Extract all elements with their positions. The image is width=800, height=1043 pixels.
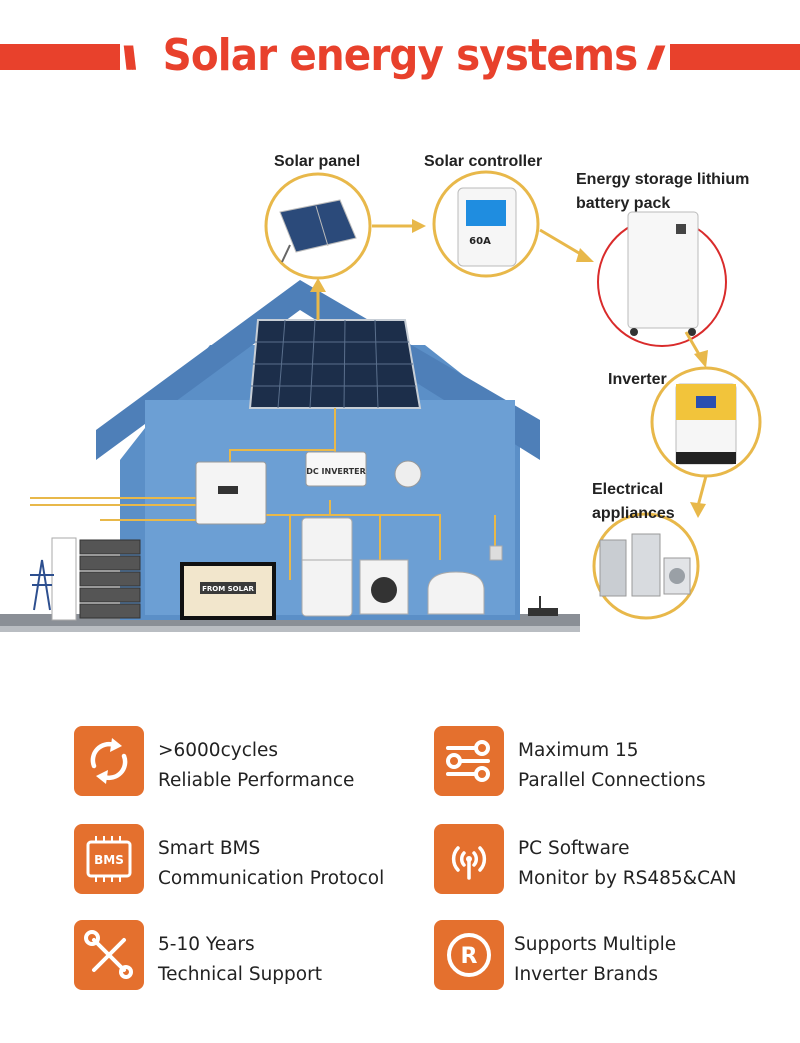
feature-bms-line1: Smart BMS: [158, 838, 261, 859]
feature-brands-line1: Supports Multiple: [514, 934, 677, 955]
feature-pc-software: PC Software Monitor by RS485&CAN: [434, 824, 774, 896]
solar-controller-image: 60A: [432, 170, 540, 278]
page-title: Solar energy systems: [162, 30, 639, 81]
banner-bar-right: [670, 44, 800, 70]
roof-solar-panel: [248, 319, 422, 409]
inverter-image: [650, 366, 762, 478]
feature-bms-line2: Communication Protocol: [158, 868, 385, 889]
feature-support: 5-10 Years Technical Support: [74, 920, 414, 992]
svg-text:BMS: BMS: [94, 853, 124, 867]
feature-pc-software-line1: PC Software: [518, 838, 630, 859]
bms-chip-icon: BMS: [74, 824, 144, 894]
appliances-label-line1: Electrical: [592, 481, 663, 498]
banner-bar-left: [0, 44, 120, 70]
controller-model-label: 60A: [469, 236, 491, 247]
signal-monitor-icon: [434, 824, 504, 894]
feature-brands: R Supports Multiple Inverter Brands: [434, 920, 774, 992]
cycle-arrows-icon: [74, 726, 144, 796]
feature-cycles-line1: >6000cycles: [158, 740, 279, 761]
battery-label-line2: battery pack: [576, 195, 670, 212]
feature-support-line1: 5-10 Years: [158, 934, 255, 955]
solar-panel-image: [264, 172, 372, 280]
dc-inverter-label: DC INVERTER: [306, 467, 366, 476]
solar-panel-label: Solar panel: [274, 153, 360, 170]
inverter-label: Inverter: [608, 371, 667, 388]
tv-screen-text: FROM SOLAR: [202, 585, 254, 593]
wrench-tools-icon: [74, 920, 144, 990]
feature-parallel-line2: Parallel Connections: [518, 770, 706, 791]
parallel-connections-icon: [434, 726, 504, 796]
diagram-illustration: DC INVERTER FROM SOLAR: [0, 153, 762, 632]
svg-text:R: R: [461, 944, 478, 969]
feature-brands-line2: Inverter Brands: [514, 964, 658, 985]
registered-brand-icon: R: [434, 920, 504, 990]
appliances-label-line2: appliances: [592, 505, 675, 522]
battery-pack-image: [597, 211, 727, 347]
solar-controller-label: Solar controller: [424, 153, 542, 170]
feature-support-line2: Technical Support: [158, 964, 322, 985]
feature-pc-software-line2: Monitor by RS485&CAN: [518, 868, 737, 889]
feature-bms: BMS Smart BMS Communication Protocol: [74, 824, 414, 896]
battery-label-line1: Energy storage lithium: [576, 171, 749, 188]
power-pylon-icon: [30, 559, 54, 611]
feature-cycles-line2: Reliable Performance: [158, 770, 355, 791]
appliances-image: [592, 512, 700, 620]
solar-system-diagram: DC INVERTER FROM SOLAR: [0, 120, 800, 660]
feature-cycles: >6000cycles Reliable Performance: [74, 726, 414, 798]
title-banner: \\\ /// Solar energy systems: [0, 30, 800, 90]
feature-parallel: Maximum 15 Parallel Connections: [434, 726, 774, 798]
feature-parallel-line1: Maximum 15: [518, 740, 639, 761]
